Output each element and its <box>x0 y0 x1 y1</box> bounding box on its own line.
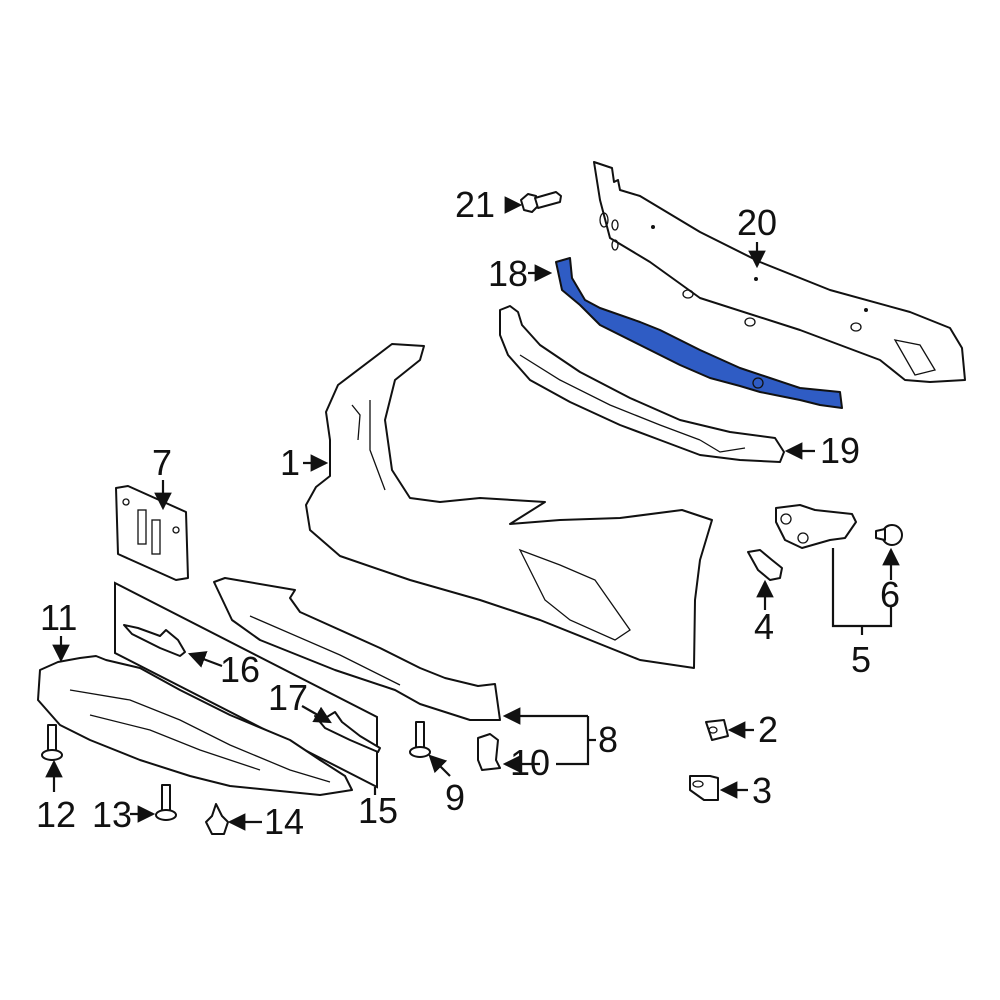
part-8-air-deflector[interactable] <box>213 577 501 721</box>
callout-17[interactable]: 17 <box>268 677 309 718</box>
callout-6[interactable]: 6 <box>880 574 901 615</box>
part-16-seal <box>123 624 186 657</box>
part-10-clip[interactable] <box>477 733 501 771</box>
callout-21[interactable]: 21 <box>455 184 496 225</box>
callout-11[interactable]: 11 <box>40 597 78 638</box>
callout-13[interactable]: 13 <box>92 794 133 835</box>
part-7-license-bracket[interactable] <box>115 485 189 581</box>
part-13-bolt[interactable] <box>155 784 177 821</box>
callout-8[interactable]: 8 <box>598 719 619 760</box>
part-2-nut[interactable] <box>705 719 729 741</box>
part-19-absorber[interactable] <box>499 305 785 463</box>
callout-19[interactable]: 19 <box>820 430 861 471</box>
callout-9[interactable]: 9 <box>445 777 466 818</box>
callout-20[interactable]: 20 <box>737 202 778 243</box>
part-3-clip[interactable] <box>689 775 719 801</box>
part-9-bolt[interactable] <box>409 721 431 758</box>
callout-18[interactable]: 18 <box>488 253 529 294</box>
callout-12[interactable]: 12 <box>36 794 77 835</box>
callout-15[interactable]: 15 <box>358 790 399 831</box>
callout-5[interactable]: 5 <box>851 639 872 680</box>
callout-2[interactable]: 2 <box>758 709 779 750</box>
callout-7[interactable]: 7 <box>152 442 173 483</box>
callout-4[interactable]: 4 <box>754 606 775 647</box>
part-18-energy-absorber-highlighted[interactable] <box>555 257 843 409</box>
part-5-bracket[interactable] <box>775 504 857 549</box>
part-20-reinforcement-bar[interactable] <box>593 161 966 383</box>
callout-14[interactable]: 14 <box>264 801 305 842</box>
part-4-clip[interactable] <box>747 549 783 581</box>
part-1-bumper-cover[interactable] <box>305 343 713 669</box>
part-12-bolt[interactable] <box>41 724 63 761</box>
leader-lines <box>45 196 900 831</box>
callout-3[interactable]: 3 <box>752 770 773 811</box>
part-21-bolt[interactable] <box>520 191 562 213</box>
part-11-under-cover[interactable] <box>37 655 353 796</box>
part-14-clip[interactable] <box>205 803 229 835</box>
callout-16[interactable]: 16 <box>220 649 261 690</box>
part-6-pin[interactable] <box>875 524 903 546</box>
callout-1[interactable]: 1 <box>280 442 301 483</box>
callout-10[interactable]: 10 <box>510 742 551 783</box>
